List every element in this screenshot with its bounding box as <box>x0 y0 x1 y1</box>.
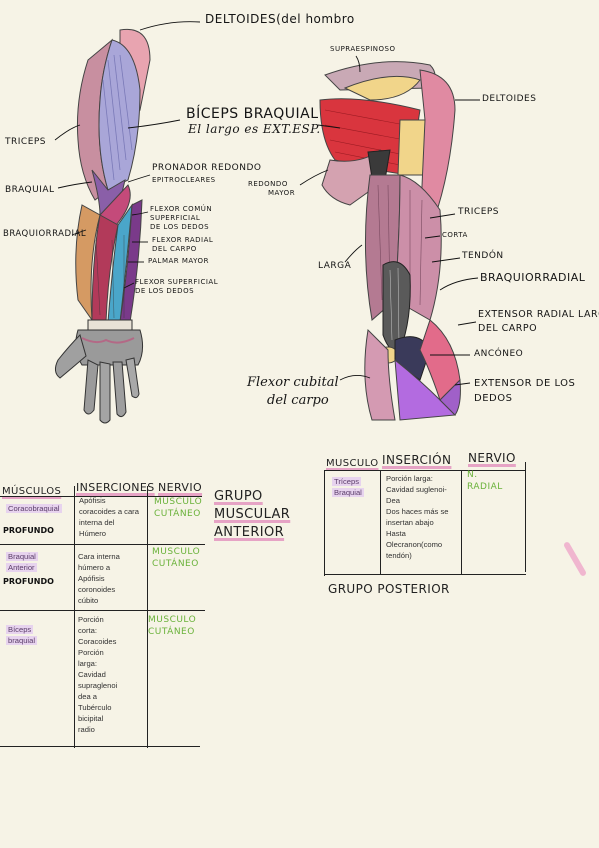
table-rule <box>324 574 526 575</box>
label-flexor-comun: FLEXOR COMÚN SUPERFICIAL DE LOS DEDOS <box>150 205 213 231</box>
label-braquiorradial-left: BRAQUIORRADIAL <box>3 229 87 239</box>
depth-label: PROFUNDO <box>3 526 54 535</box>
label-extensor-radial: EXTENSOR RADIAL LARGO DEL CARPO <box>478 309 599 334</box>
header-insercion: INSERCIÓN <box>382 453 452 467</box>
table-rule <box>0 610 205 611</box>
table-rule <box>147 486 148 748</box>
table-row: Braquial Anterior <box>6 552 38 572</box>
nerve-cell: N. RADIAL <box>467 470 503 492</box>
group-title-anterior: GRUPO MUSCULAR ANTERIOR <box>214 489 291 540</box>
header-nervio: NERVIO <box>158 481 203 494</box>
scapula-bone <box>343 75 421 101</box>
biceps-region <box>98 39 141 191</box>
table-rule <box>0 746 200 747</box>
header-musculos: MÚSCULOS <box>2 486 62 497</box>
table-row: Coracobraquial <box>6 504 62 513</box>
label-anconeo: ANCÓNEO <box>474 349 524 359</box>
table-rule <box>324 470 325 576</box>
label-flexor-superficial: FLEXOR SUPERFICIAL DE LOS DEDOS <box>135 278 219 295</box>
table-rule <box>0 496 202 497</box>
table-row: Bíceps braquial <box>6 625 38 645</box>
label-triceps-right: TRICEPS <box>458 207 500 217</box>
header-nervio-posterior: NERVIO <box>468 451 516 465</box>
label-corta: CORTA <box>442 231 468 239</box>
table-row: Tríceps Braquial <box>332 477 364 497</box>
table-rule <box>380 470 381 574</box>
label-epitrocleares: EPITROCLEARES <box>152 176 216 184</box>
label-flexor-radial: FLEXOR RADIAL DEL CARPO <box>152 236 214 253</box>
label-deltoides-right: DELTOIDES <box>482 94 537 104</box>
header-musculo: MUSCULO <box>326 458 379 469</box>
insertion-cell: Apófisis coracoides a cara interna del H… <box>79 496 139 538</box>
header-inserciones: INSERCIONES <box>76 481 155 494</box>
label-supraespinoso: SUPRAESPINOSO <box>330 45 396 53</box>
table-rule <box>461 470 462 574</box>
insertion-cell: Porción corta: Coracoides Porción larga:… <box>78 615 118 734</box>
label-biceps: BÍCEPS BRAQUIAL <box>186 106 319 122</box>
nerve-cell: MUSCULO CUTÁNEO <box>154 497 203 519</box>
label-extensor-dedos: EXTENSOR DE LOS DEDOS <box>474 378 576 404</box>
label-triceps-left: TRICEPS <box>5 137 47 147</box>
label-flexor-cubital: Flexor cubital del carpo <box>247 375 339 408</box>
label-braquiorradial-right: BRAQUIORRADIAL <box>480 271 586 284</box>
label-pronador: PRONADOR REDONDO <box>152 163 262 173</box>
flexor-carpi-ulnaris-region <box>364 328 396 421</box>
nerve-cell: MUSCULO CUTÁNEO <box>148 615 197 637</box>
infraspinatus-region <box>319 98 421 176</box>
label-palmar: PALMAR MAYOR <box>148 257 209 265</box>
insertion-cell: Porción larga: Cavidad suglenoi- Dea Dos… <box>386 474 449 560</box>
group-title-posterior: GRUPO POSTERIOR <box>328 582 450 596</box>
label-tendon: TENDÓN <box>462 251 504 261</box>
table-rule <box>74 486 75 748</box>
label-redondo: REDONDO MAYOR <box>248 180 296 197</box>
label-braquial: BRAQUIAL <box>5 185 55 195</box>
table-rule <box>525 462 526 572</box>
label-larga: LARGA <box>318 261 352 271</box>
label-deltoides: DELTOIDES(del hombro <box>205 12 355 26</box>
nerve-cell: MUSCULO CUTÁNEO <box>152 547 201 569</box>
insertion-cell: Cara interna húmero a Apófisis coronoide… <box>78 552 120 605</box>
depth-label: PROFUNDO <box>3 577 54 586</box>
label-biceps-note: El largo es EXT.ESP. <box>188 122 321 136</box>
table-rule <box>0 544 205 545</box>
table-rule <box>324 470 526 471</box>
